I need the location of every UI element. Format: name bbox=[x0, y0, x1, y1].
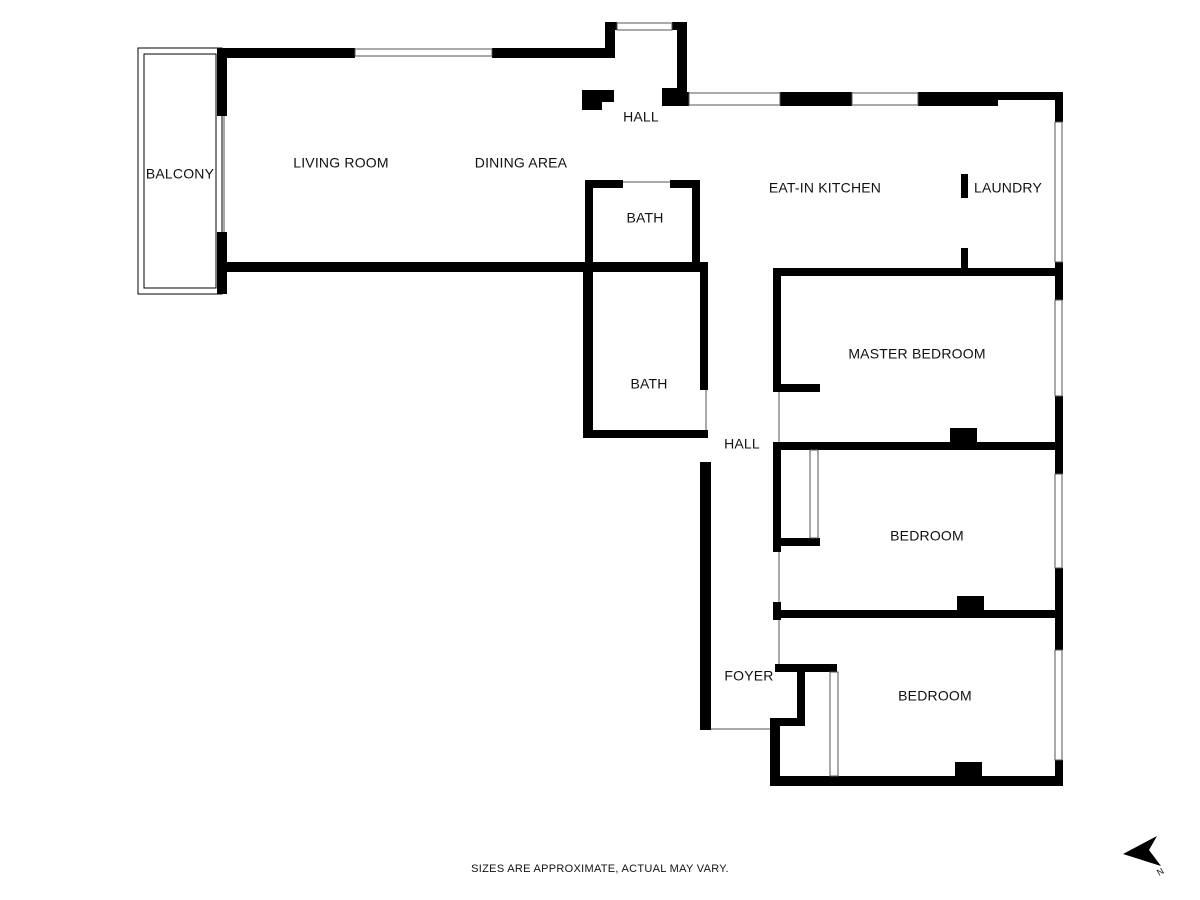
label-foyer: FOYER bbox=[724, 668, 773, 684]
wall-right-c bbox=[1055, 396, 1063, 474]
wall-foyer-top bbox=[775, 664, 837, 672]
wall-bath-small-left bbox=[585, 180, 593, 270]
wall-hall-left-lower bbox=[700, 462, 711, 730]
wall-hall-step-top bbox=[605, 22, 617, 30]
north-arrow-icon: N bbox=[1123, 836, 1166, 878]
wall-bed3-bottom bbox=[770, 776, 1063, 786]
room-labels: BALCONY LIVING ROOM DINING AREA HALL BAT… bbox=[146, 109, 1043, 704]
window-living-top bbox=[354, 48, 493, 57]
wall-bath-small-right bbox=[692, 180, 700, 270]
wall-bed2-bottom bbox=[773, 610, 1063, 618]
wall-top-left bbox=[217, 48, 355, 58]
wall-hall-step-right bbox=[677, 22, 687, 106]
wall-bed3-left bbox=[770, 718, 780, 786]
label-master-bedroom: MASTER BEDROOM bbox=[848, 346, 985, 362]
window-right-master bbox=[1054, 299, 1063, 397]
wall-right-e bbox=[1055, 760, 1063, 786]
wall-master-top bbox=[773, 268, 1063, 276]
disclaimer-text: SIZES ARE APPROXIMATE, ACTUAL MAY VARY. bbox=[471, 863, 729, 875]
wall-living-left-upper bbox=[217, 48, 227, 116]
windows bbox=[223, 22, 1063, 777]
wall-hall-block-ext bbox=[598, 90, 614, 102]
wall-kitchen-top-d bbox=[998, 92, 1062, 100]
wall-bath-large-left bbox=[583, 262, 593, 438]
label-dining-area: DINING AREA bbox=[475, 155, 568, 171]
wall-hall-step-left bbox=[605, 22, 615, 58]
window-kitchen-top-2 bbox=[851, 92, 919, 106]
label-bath-large: BATH bbox=[630, 376, 667, 392]
wall-bed2-closet-stub bbox=[773, 538, 820, 546]
wall-right-b bbox=[1055, 262, 1063, 300]
window-right-bed2 bbox=[1054, 473, 1063, 569]
wall-kitchen-top-b bbox=[780, 92, 852, 106]
wall-living-bottom bbox=[217, 262, 592, 272]
wall-right-a bbox=[1055, 92, 1063, 122]
wall-bath-large-bottom bbox=[583, 430, 708, 438]
window-hall-top bbox=[616, 22, 673, 31]
wall-bed2-left bbox=[773, 442, 781, 552]
wall-right-d bbox=[1055, 568, 1063, 650]
label-laundry: LAUNDRY bbox=[974, 180, 1043, 196]
wall-master-closet-stub bbox=[773, 384, 820, 392]
wall-master-bottom bbox=[773, 442, 1063, 450]
wall-laundry-upper bbox=[961, 174, 968, 198]
label-living-room: LIVING ROOM bbox=[293, 155, 389, 171]
wall-master-left bbox=[773, 268, 781, 392]
wall-hall-block bbox=[582, 90, 602, 110]
window-kitchen-top-1 bbox=[688, 92, 781, 106]
wall-bed2-bottom-block bbox=[957, 596, 984, 612]
window-right-kitchen bbox=[1054, 121, 1063, 263]
label-hall-top: HALL bbox=[623, 109, 659, 125]
compass-letter: N bbox=[1155, 866, 1166, 878]
label-balcony: BALCONY bbox=[146, 166, 215, 182]
wall-master-bottom-block bbox=[950, 428, 977, 444]
label-bath-small: BATH bbox=[626, 210, 663, 226]
wall-foyer-bottom-stub bbox=[770, 718, 805, 726]
wall-laundry-lower bbox=[961, 248, 968, 272]
wall-top-mid bbox=[492, 48, 614, 58]
window-bed3-closet bbox=[829, 671, 839, 777]
label-bedroom-middle: BEDROOM bbox=[890, 528, 964, 544]
wall-kitchen-top-a bbox=[677, 92, 689, 106]
window-right-bed3 bbox=[1054, 649, 1063, 761]
label-eat-in-kitchen: EAT-IN KITCHEN bbox=[769, 180, 881, 196]
balcony-outline bbox=[137, 47, 223, 295]
wall-kitchen-top-c bbox=[918, 92, 998, 106]
wall-bed3-bottom-block bbox=[955, 762, 982, 778]
wall-bath-large-right bbox=[700, 262, 708, 390]
wall-bath-small-bottom bbox=[585, 262, 708, 272]
label-hall-center: HALL bbox=[724, 436, 760, 452]
label-bedroom-bottom: BEDROOM bbox=[898, 688, 972, 704]
walls bbox=[217, 22, 1063, 786]
wall-bath-small-top-right bbox=[670, 180, 700, 188]
wall-foyer-closet bbox=[797, 664, 805, 724]
wall-bath-small-top-left bbox=[585, 180, 623, 188]
window-bed2-closet bbox=[809, 449, 819, 539]
